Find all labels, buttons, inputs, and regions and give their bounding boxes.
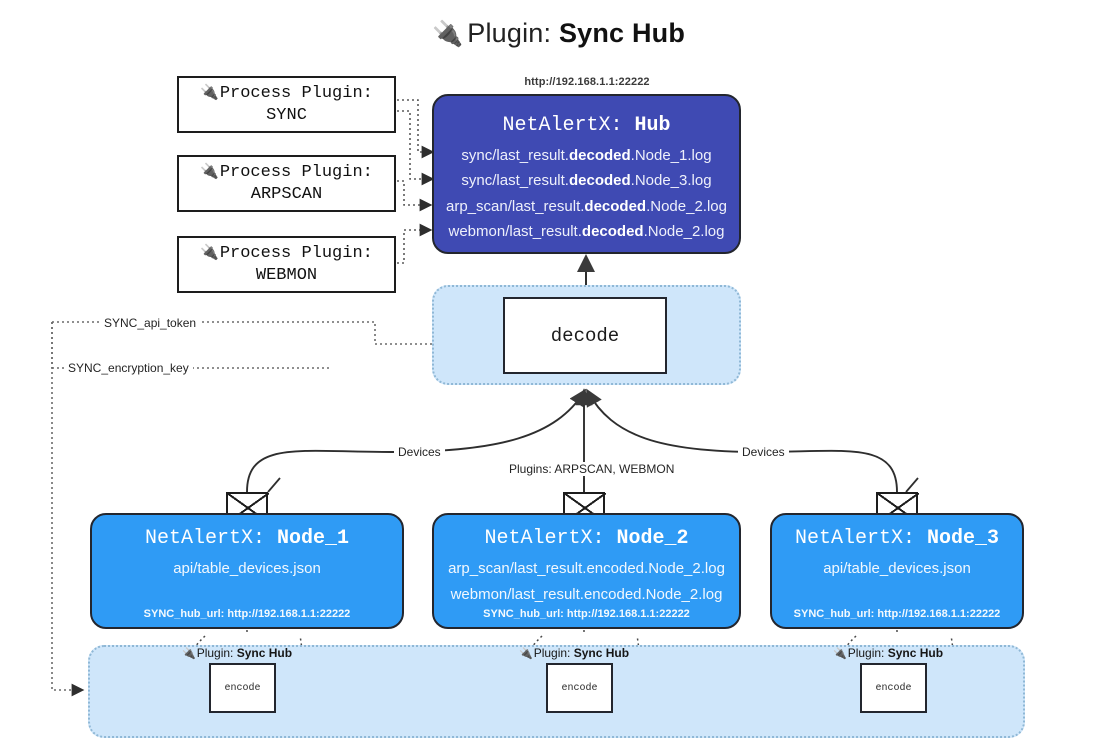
hub-log-mid: decoded: [581, 222, 644, 240]
node-2[interactable]: NetAlertX: Node_2 arp_scan/last_result.e…: [432, 513, 741, 629]
node-line-list: api/table_devices.json: [92, 558, 402, 581]
node-header: NetAlertX: Node_2: [484, 527, 688, 550]
encoder-caption-2: 🔌Plugin: Sync Hub: [519, 646, 629, 660]
process-plugin-label: Process Plugin:: [219, 163, 373, 183]
node-header-prefix: NetAlertX:: [144, 527, 277, 550]
hub-log-pre: webmon/last_result.: [448, 222, 582, 240]
encoder-caption-lead: Plugin:: [847, 646, 888, 660]
node-line: api/table_devices.json: [173, 560, 321, 577]
plug-icon: 🔌: [200, 244, 219, 262]
encode-box-1[interactable]: encode: [209, 663, 276, 713]
process-plugin-arpscan[interactable]: 🔌Process Plugin: ARPSCAN: [177, 155, 396, 212]
hub-log-pre: sync/last_result.: [461, 147, 569, 164]
hub-node[interactable]: NetAlertX: Hub sync/last_result.decoded.…: [432, 94, 741, 254]
page-title: 🔌Plugin: Sync Hub: [0, 18, 1117, 49]
secret-wires: [51, 321, 499, 697]
encoder-caption-3: 🔌Plugin: Sync Hub: [833, 646, 943, 660]
encode-box-3[interactable]: encode: [860, 663, 927, 713]
hub-url-label: http://192.168.1.1:22222: [524, 76, 650, 88]
process-plugin-name: SYNC: [266, 105, 307, 125]
hub-header-name: Hub: [634, 114, 671, 137]
process-plugin-name: ARPSCAN: [250, 184, 323, 204]
hub-log-mid: decoded: [568, 147, 631, 164]
node-line-list: api/table_devices.json: [772, 558, 1022, 581]
decode-box[interactable]: decode: [503, 297, 667, 374]
page-title-strong: Sync Hub: [558, 18, 686, 48]
plug-icon: 🔌: [182, 648, 196, 660]
node-3[interactable]: NetAlertX: Node_3 api/table_devices.json…: [770, 513, 1024, 629]
encoder-caption-lead: Plugin:: [196, 646, 237, 660]
plug-icon: 🔌: [431, 20, 464, 48]
node-1[interactable]: NetAlertX: Node_1 api/table_devices.json…: [90, 513, 404, 629]
encoder-caption-strong: Sync Hub: [887, 646, 944, 660]
node-header-name: Node_1: [277, 527, 350, 550]
plug-icon: 🔌: [200, 163, 219, 181]
process-plugin-name: WEBMON: [255, 265, 318, 285]
hub-header-prefix: NetAlertX:: [502, 114, 635, 137]
hub-log-post: .Node_2.log: [643, 222, 725, 240]
hub-log-post: .Node_3.log: [630, 172, 712, 190]
secret-label-encryption-key: SYNC_encryption_key: [64, 361, 193, 375]
hub-log-pre: sync/last_result.: [461, 172, 569, 190]
node-header-name: Node_3: [927, 527, 1000, 550]
envelope-tails: [267, 477, 919, 493]
encoder-caption-strong: Sync Hub: [573, 646, 630, 660]
node-footer: SYNC_hub_url: http://192.168.1.1:22222: [143, 608, 351, 620]
process-plugin-webmon[interactable]: 🔌Process Plugin: WEBMON: [177, 236, 396, 293]
node-header-prefix: NetAlertX:: [484, 527, 617, 550]
secret-label-api-token: SYNC_api_token: [100, 316, 201, 330]
encoder-caption-lead: Plugin:: [533, 646, 574, 660]
page-title-lead: Plugin:: [467, 18, 552, 48]
plug-icon: 🔌: [519, 648, 533, 660]
process-plugin-label: Process Plugin:: [219, 244, 373, 264]
plugin-to-hub-wires: [397, 99, 435, 264]
edge-label-devices-left: Devices: [394, 445, 445, 459]
node-header-name: Node_2: [616, 527, 689, 550]
edge-label-plugins: Plugins: ARPSCAN, WEBMON: [505, 462, 679, 476]
hub-log-mid: decoded: [568, 172, 631, 190]
node-line: api/table_devices.json: [823, 560, 971, 577]
node-line: arp_scan/last_result.encoded.Node_2.log: [448, 560, 725, 577]
hub-log-row: webmon/last_result.decoded.Node_2.log: [449, 220, 725, 243]
node-footer: SYNC_hub_url: http://192.168.1.1:22222: [793, 608, 1001, 620]
node-line-list: arp_scan/last_result.encoded.Node_2.log …: [434, 558, 739, 606]
node-header: NetAlertX: Node_1: [145, 527, 349, 550]
hub-log-post: .Node_2.log: [646, 197, 727, 215]
encoder-caption-1: 🔌Plugin: Sync Hub: [182, 646, 292, 660]
hub-log-list: sync/last_result.decoded.Node_1.log sync…: [434, 144, 739, 243]
plug-icon: 🔌: [833, 648, 847, 660]
node-header: NetAlertX: Node_3: [795, 527, 999, 550]
hub-log-row: sync/last_result.decoded.Node_3.log: [461, 169, 711, 192]
node-to-decode-wires: [246, 388, 898, 493]
process-plugin-sync[interactable]: 🔌Process Plugin: SYNC: [177, 76, 396, 133]
plug-icon: 🔌: [200, 84, 219, 102]
hub-log-row: sync/last_result.decoded.Node_1.log: [461, 144, 711, 167]
node-header-prefix: NetAlertX:: [794, 527, 927, 550]
process-plugin-label: Process Plugin:: [219, 84, 373, 104]
hub-log-mid: decoded: [584, 197, 647, 215]
edge-label-devices-right: Devices: [738, 445, 789, 459]
encoder-caption-strong: Sync Hub: [236, 646, 293, 660]
hub-header: NetAlertX: Hub: [502, 114, 670, 137]
hub-log-post: .Node_1.log: [630, 147, 712, 164]
node-footer: SYNC_hub_url: http://192.168.1.1:22222: [483, 608, 690, 620]
node-line: webmon/last_result.encoded.Node_2.log: [450, 585, 723, 603]
encode-box-2[interactable]: encode: [546, 663, 613, 713]
hub-log-pre: arp_scan/last_result.: [446, 197, 585, 215]
hub-log-row: arp_scan/last_result.decoded.Node_2.log: [446, 195, 727, 218]
